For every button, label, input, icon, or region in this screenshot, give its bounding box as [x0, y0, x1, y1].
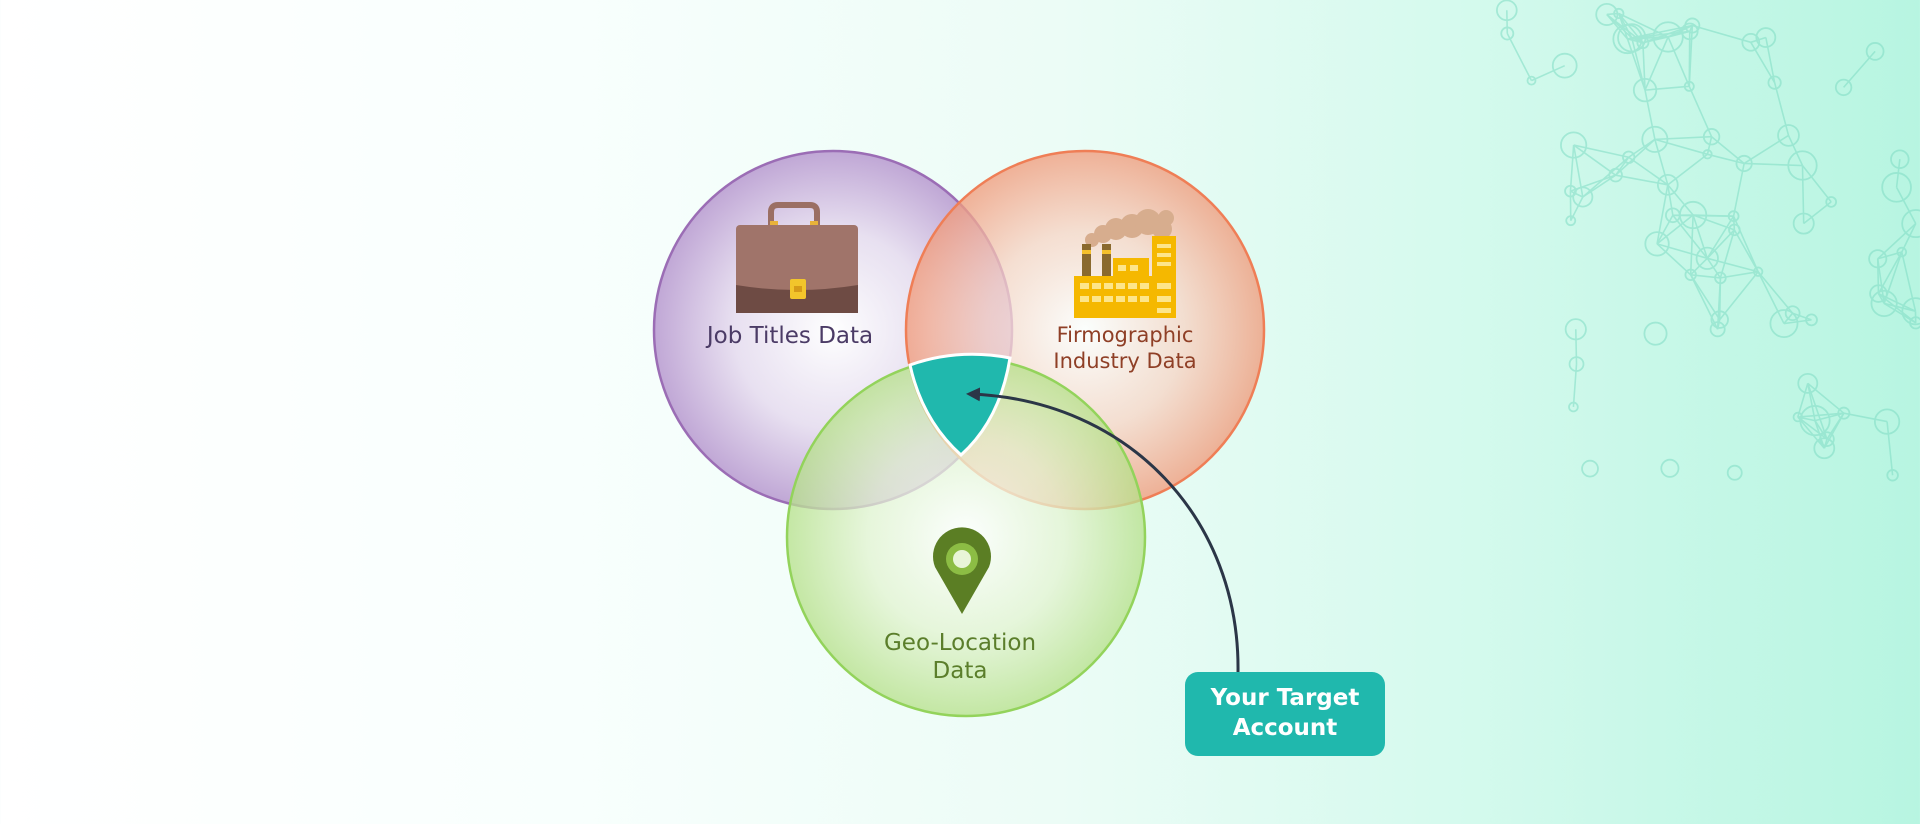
network-link: [1734, 230, 1758, 272]
network-link: [1673, 215, 1734, 216]
network-link: [1844, 413, 1887, 421]
network-background-pattern: [1497, 0, 1920, 480]
network-link: [1707, 216, 1733, 258]
firmographic-label-line-1: Firmographic: [1025, 323, 1225, 349]
network-link: [1744, 163, 1802, 165]
geo-location-label-line-2: Data: [860, 657, 1060, 685]
network-link: [1655, 139, 1708, 154]
job-titles-label-line: Job Titles Data: [690, 322, 890, 350]
network-node: [1661, 460, 1678, 477]
target-account-line-2: Account: [1233, 714, 1338, 744]
network-link: [1902, 252, 1916, 311]
network-link: [1691, 215, 1693, 275]
network-link: [1531, 66, 1564, 81]
network-link: [1734, 216, 1735, 230]
network-link: [1576, 329, 1577, 364]
target-account-callout: Your Target Account: [1185, 672, 1385, 756]
network-link: [1887, 422, 1893, 476]
network-link: [1802, 166, 1803, 224]
network-node: [1582, 461, 1598, 477]
network-link: [1789, 135, 1803, 165]
network-link: [1668, 37, 1689, 86]
network-link: [1673, 215, 1707, 258]
geo-location-label: Geo-Location Data: [860, 629, 1060, 685]
network-link: [1668, 154, 1708, 185]
network-link: [1570, 145, 1573, 191]
network-link: [1691, 258, 1708, 274]
target-account-line-1: Your Target: [1211, 684, 1360, 714]
network-node: [1826, 197, 1836, 207]
job-titles-label: Job Titles Data: [690, 322, 890, 350]
network-link: [1691, 275, 1718, 329]
network-node: [1836, 80, 1852, 96]
network-node: [1728, 466, 1742, 480]
network-node: [1867, 43, 1884, 60]
firmographic-label-line-2: Industry Data: [1025, 349, 1225, 375]
firmographic-label: Firmographic Industry Data: [1025, 323, 1225, 374]
geo-location-label-line-1: Geo-Location: [860, 629, 1060, 657]
network-link: [1645, 86, 1689, 90]
network-link: [1507, 34, 1531, 81]
network-link: [1897, 187, 1916, 223]
network-link: [1802, 166, 1831, 202]
network-node: [1644, 323, 1666, 345]
